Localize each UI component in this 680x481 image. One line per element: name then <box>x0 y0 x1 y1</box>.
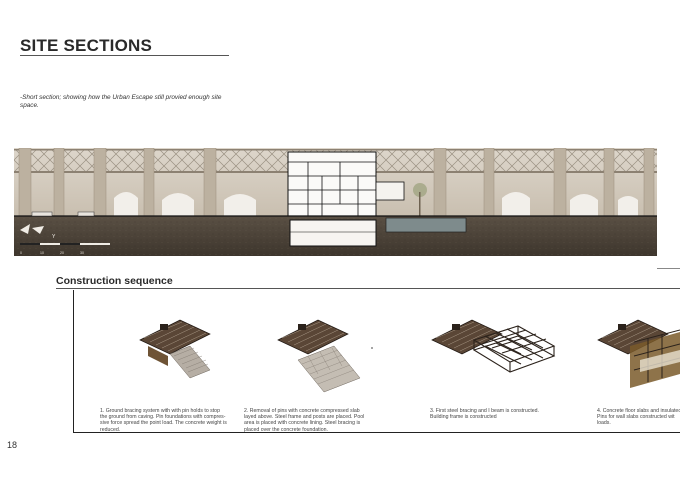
viaduct-arches <box>114 192 638 216</box>
step-2-line: layed above. Steel frame and posts are p… <box>244 414 365 421</box>
step-1-diagram <box>139 319 211 379</box>
step-4-text: 4. Concrete floor slabs and insulated Pi… <box>597 408 680 427</box>
basement <box>289 219 377 247</box>
step-3-text: 3. First steel bracing and I beam is con… <box>430 408 570 420</box>
step-1-text: 1. Ground bracing system with with pin h… <box>100 408 250 433</box>
step-4-line: loads. <box>597 420 611 427</box>
margin-rule <box>657 268 680 269</box>
north-arrow-icon <box>20 224 44 234</box>
step-2-diagram <box>277 319 373 393</box>
page-number: 18 <box>7 440 18 450</box>
pool <box>385 217 467 233</box>
section-caption: -Short section; showing how the Urban Es… <box>20 94 222 109</box>
step-2-line: 2. Removal of pins with concrete compres… <box>244 408 360 414</box>
tree <box>413 183 427 197</box>
page-title: SITE SECTIONS <box>20 36 153 55</box>
step-2-text: 2. Removal of pins with concrete compres… <box>244 408 389 433</box>
step-1-line: the ground from caving. Pin foundations … <box>100 414 226 421</box>
construction-sequence-title: Construction sequence <box>56 275 173 287</box>
step-1-line: sive force spread the point load. The co… <box>100 420 227 427</box>
scale-tick-10: 10 <box>40 251 44 255</box>
scale-tick-30: 30 <box>80 251 84 255</box>
step-2-line: area is placed with concrete lining. Ste… <box>244 420 361 427</box>
scale-bar <box>20 243 110 245</box>
scale-tick-20: 20 <box>60 251 64 255</box>
step-4-diagram <box>597 319 680 388</box>
step-1-line: 1. Ground bracing system with with pin h… <box>100 408 220 414</box>
step-1-line: reduced. <box>100 426 121 433</box>
step-2-line: placed over the concrete foundation. <box>244 426 328 433</box>
site-section-drawing: Y 0 10 20 30 <box>14 148 657 256</box>
construction-sequence-panel <box>73 290 680 433</box>
viaduct-columns <box>18 148 655 217</box>
title-underline <box>20 55 229 56</box>
step-4-line: 4. Concrete floor slabs and insulated <box>597 408 680 414</box>
construction-title-rule <box>56 288 680 289</box>
step-4-line: Pins for wall slabs constructed wit <box>597 414 675 421</box>
step-3-diagram <box>431 319 556 373</box>
scale-label: Y <box>52 234 56 240</box>
step-3-line: Building frame is constructed <box>430 414 497 421</box>
building-section <box>287 151 405 217</box>
step-3-line: 3. First steel bracing and I beam is con… <box>430 408 539 414</box>
scale-tick-0: 0 <box>20 251 22 255</box>
